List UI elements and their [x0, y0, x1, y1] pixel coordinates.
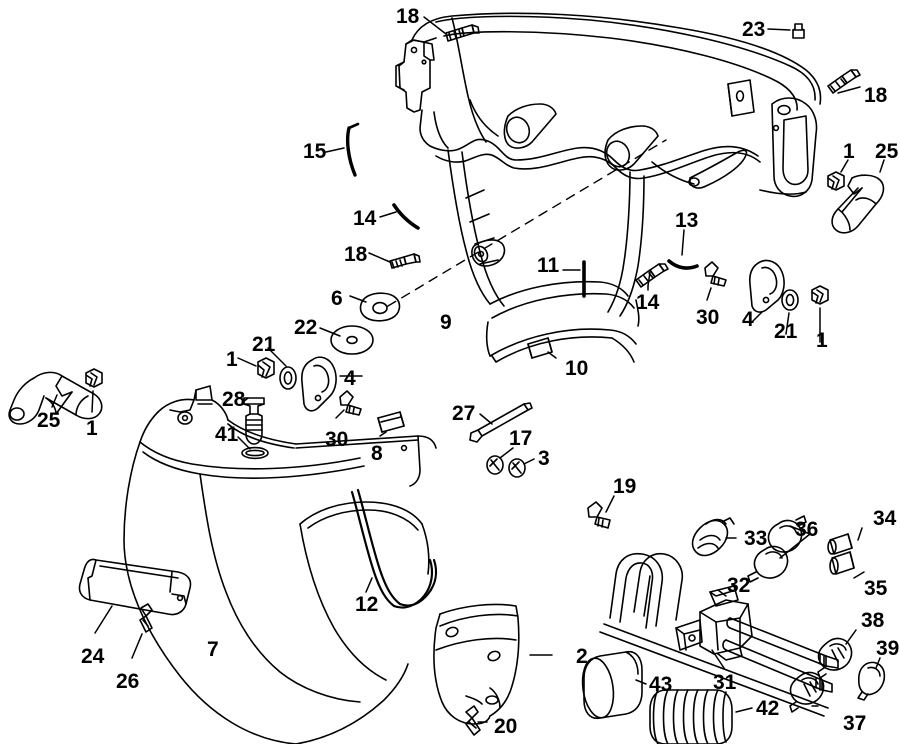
part-1d-nut [85, 368, 103, 388]
part-31-tubes [599, 552, 839, 717]
part-27-rod [469, 402, 533, 443]
callout-1-right-lower: 1 [816, 329, 828, 352]
part-18b-screw [827, 69, 861, 94]
part-13-clip [667, 259, 699, 270]
part-25a-lever-handle [831, 174, 885, 234]
part-1c-nut [257, 357, 275, 379]
part-4b-bracket [301, 356, 337, 412]
callout-14-left: 14 [353, 207, 377, 230]
callout-33: 33 [744, 527, 768, 550]
callout-18-middle-left: 18 [344, 243, 368, 266]
callout-21-left: 21 [252, 333, 276, 356]
part-19-screw [587, 501, 611, 529]
part-6-grommet [359, 292, 401, 322]
callout-19: 19 [613, 475, 637, 498]
callout-30-right: 30 [696, 306, 720, 329]
part-43-hose [581, 650, 643, 720]
part-12-gasket-seal [350, 488, 438, 609]
callout-6: 6 [331, 287, 343, 310]
callout-36: 36 [795, 518, 819, 541]
part-1a-nut [827, 171, 845, 191]
callout-8: 8 [371, 442, 383, 465]
part-14b-screw [635, 263, 669, 288]
callout-18-top-right: 18 [864, 84, 888, 107]
part-23-plug [792, 23, 805, 39]
part-10-sleeve [527, 337, 553, 359]
part-exhaust-housing-body [387, 139, 667, 363]
part-7-lower-motor-cover [123, 385, 437, 744]
part-17-washer [486, 455, 504, 475]
callout-2: 2 [576, 645, 588, 668]
callout-34: 34 [873, 507, 897, 530]
callout-32: 32 [727, 574, 751, 597]
part-34-sleeve [827, 533, 853, 555]
part-26-screw [139, 603, 153, 633]
callout-10: 10 [565, 357, 589, 380]
callout-26: 26 [116, 670, 140, 693]
part-33-spring-clip [691, 517, 735, 557]
callout-25-right: 25 [875, 140, 899, 163]
callout-23: 23 [742, 18, 766, 41]
callout-17: 17 [509, 427, 533, 450]
callout-1-left-upper: 1 [226, 348, 238, 371]
part-20-screw [465, 705, 481, 736]
callout-11: 11 [537, 254, 560, 277]
callout-4-right: 4 [742, 308, 754, 331]
callout-14-right: 14 [636, 291, 660, 314]
callout-20: 20 [494, 715, 518, 738]
callout-35: 35 [864, 577, 888, 600]
part-39-clamp [857, 661, 886, 701]
part-21a-washer [781, 289, 799, 311]
callout-18-top-left: 18 [396, 5, 420, 28]
part-37-clamp [789, 671, 825, 713]
part-2-lower-cover-half [433, 603, 520, 725]
callout-24: 24 [81, 645, 105, 668]
callout-25-left: 25 [37, 409, 61, 432]
part-3-washer [508, 458, 526, 478]
part-1b-nut [811, 285, 829, 305]
callout-30-left: 30 [325, 428, 349, 451]
part-exhaust-housing-upper [395, 12, 822, 198]
part-21b-washer [279, 366, 297, 390]
callout-37: 37 [843, 712, 867, 735]
callout-12: 12 [355, 593, 379, 616]
part-8-sleeve [377, 411, 405, 433]
part-41-o-ring [241, 446, 269, 460]
callout-9: 9 [440, 311, 452, 334]
part-28-drain-fitting [243, 397, 265, 445]
callout-31: 31 [713, 671, 737, 694]
part-18a-screw [445, 24, 480, 42]
callout-28: 28 [222, 388, 246, 411]
callout-3: 3 [538, 447, 550, 470]
callout-1-right-upper: 1 [843, 140, 855, 163]
part-35-sleeve [829, 551, 855, 575]
part-30b-screw [339, 390, 362, 416]
callout-4-left: 4 [344, 367, 356, 390]
callout-41: 41 [215, 423, 239, 446]
part-14a-clip [392, 203, 420, 230]
callout-27: 27 [452, 402, 476, 425]
part-15-seal [345, 122, 360, 177]
callout-22: 22 [294, 316, 318, 339]
callout-21-right: 21 [774, 320, 798, 343]
part-30a-screw [704, 261, 727, 287]
callout-13: 13 [675, 209, 699, 232]
callout-38: 38 [861, 609, 885, 632]
callout-15: 15 [303, 140, 327, 163]
part-18c-screw [389, 253, 421, 269]
callout-43: 43 [649, 673, 673, 696]
callout-7: 7 [207, 638, 219, 661]
part-4a-bracket [749, 259, 785, 313]
callout-42: 42 [756, 697, 780, 720]
callout-39: 39 [876, 637, 900, 660]
part-22-washer [330, 325, 374, 355]
part-42-spring-hose [649, 689, 733, 744]
callout-1-left-lower: 1 [86, 417, 98, 440]
part-24-cover-plate [78, 558, 192, 616]
